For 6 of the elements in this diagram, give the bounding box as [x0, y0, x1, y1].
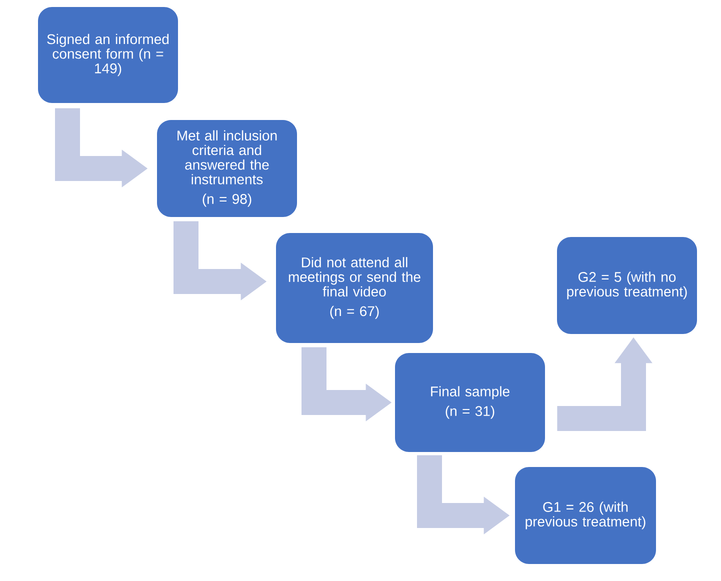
process-box: Final sample (n = 31): [395, 353, 545, 452]
process-box: G1 = 26 (with previous treatment): [515, 466, 656, 564]
process-box: Did not attend all meetings or send the final video (n = 67): [276, 233, 433, 343]
process-box: G2 = 5 (with no previous treatment): [557, 237, 697, 334]
process-box: Met all inclusion criteria and answered the instruments (n = 98): [157, 120, 297, 217]
process-box: Signed an informed consent form (n = 149): [38, 7, 178, 103]
